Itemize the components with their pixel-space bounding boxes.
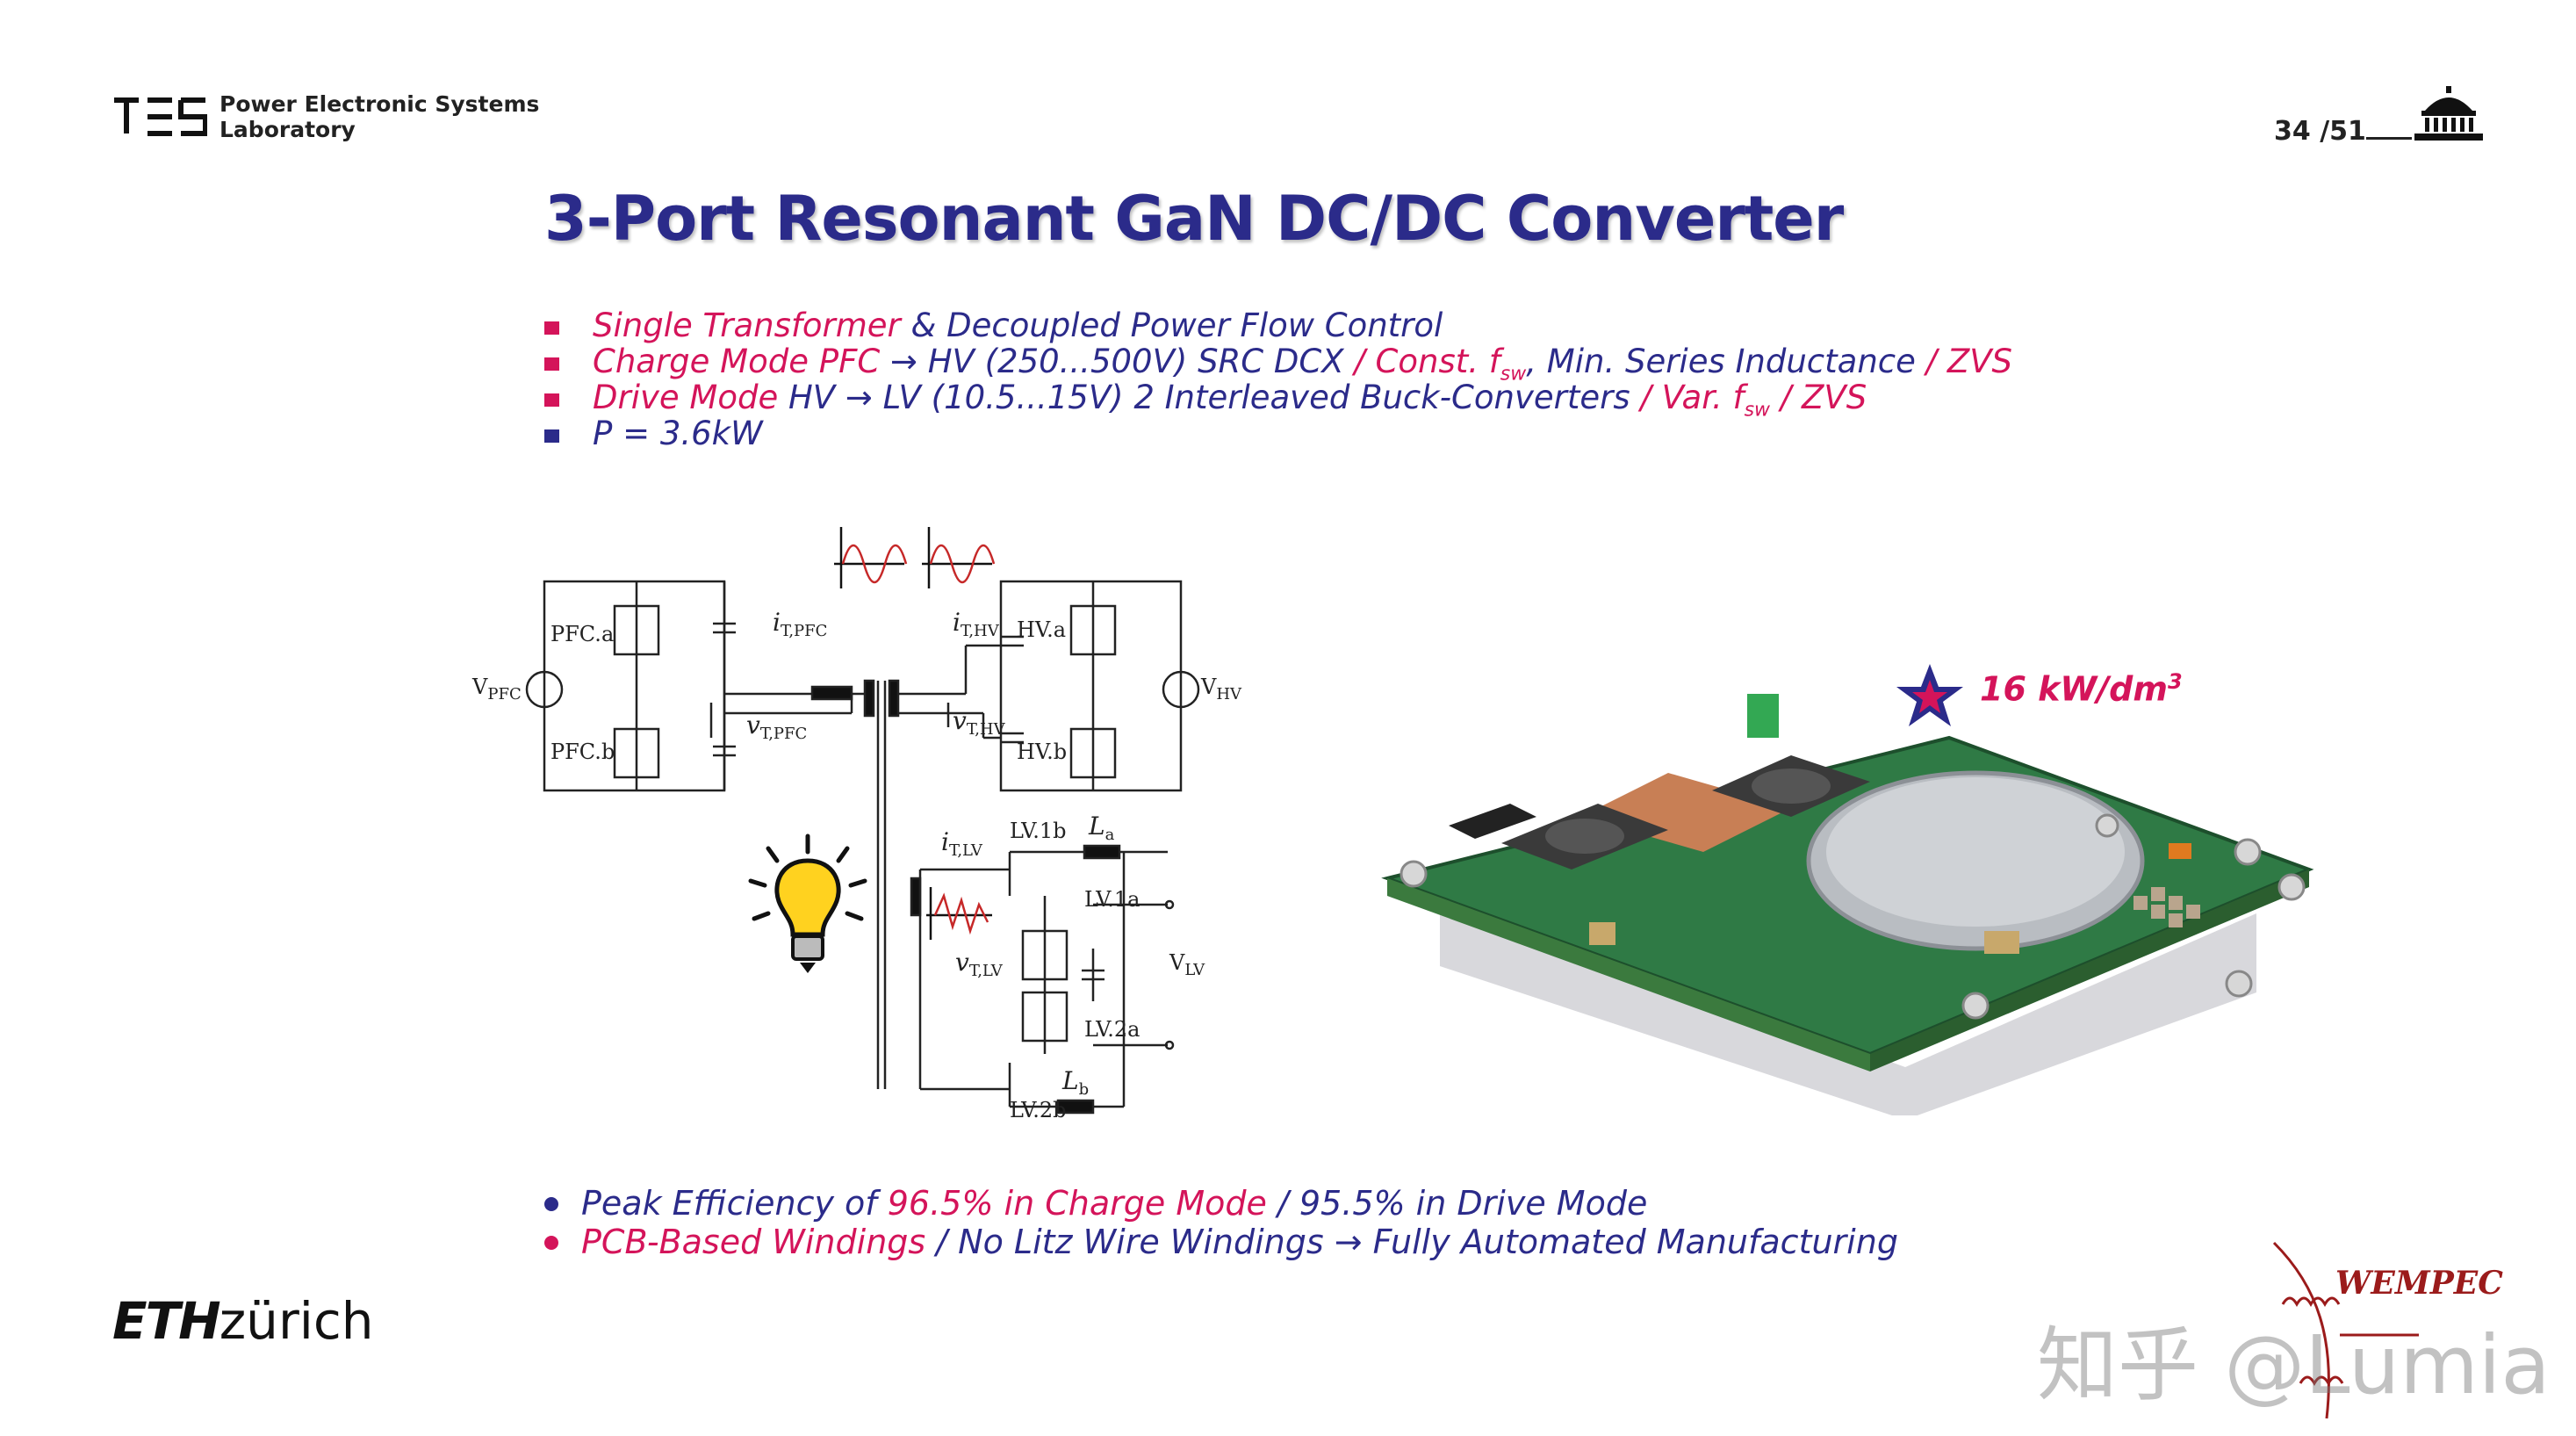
svg-text:Lb: Lb (1061, 1066, 1089, 1099)
slide-title: 3-Port Resonant GaN DC/DC Converter (544, 183, 1844, 255)
bullet-square-icon (544, 321, 559, 335)
svg-text:VLV: VLV (1169, 950, 1205, 979)
light-bulb-icon (748, 833, 867, 973)
bullet-dot-icon (544, 1197, 558, 1211)
lv-2b-label: LV.2b (1010, 1098, 1067, 1122)
bullet-square-icon (544, 393, 559, 407)
watermark: 知乎 @Lumia (2037, 1318, 2551, 1412)
lv-1a-label: LV.1a (1084, 887, 1140, 912)
page-number: 34 /51 (2274, 116, 2366, 147)
pfc-b-label: PFC.b (550, 740, 615, 764)
power-density-label: 16 kW/dm3 (1980, 669, 2183, 709)
converter-board-photo (1381, 694, 2314, 1115)
svg-text:iT,LV: iT,LV (941, 827, 983, 860)
svg-text:VPFC: VPFC (471, 675, 522, 704)
circuit-schematic: VPFC VHV VLV PFC.a PFC.b HV.a HV.b LV.1b… (471, 527, 1242, 1122)
lv-1b-label: LV.1b (1010, 819, 1067, 843)
svg-text:La: La (1088, 812, 1115, 844)
bullet-square-icon (544, 429, 559, 443)
hv-b-label: HV.b (1017, 740, 1067, 764)
pes-logo (114, 97, 207, 136)
svg-text:vT,LV: vT,LV (955, 948, 1004, 980)
wempec-logo-graphic (2272, 1241, 2419, 1419)
lv-2a-label: LV.2a (1084, 1017, 1140, 1042)
wempec-label: WEMPEC (2335, 1265, 2503, 1302)
bullet-square-icon (544, 357, 559, 371)
eth-building-icon (2414, 86, 2483, 141)
lab-name: Power Electronic Systems Laboratory (219, 91, 540, 142)
star-icon (1896, 664, 1963, 726)
svg-text:vT,PFC: vT,PFC (746, 711, 807, 743)
svg-text:iT,PFC: iT,PFC (773, 608, 827, 640)
svg-text:iT,HV: iT,HV (953, 608, 1000, 640)
eth-zurich-logo: ETHzürich (112, 1291, 374, 1351)
hv-a-label: HV.a (1017, 617, 1066, 642)
svg-text:VHV: VHV (1200, 675, 1242, 704)
pfc-a-label: PFC.a (550, 622, 614, 646)
svg-text:vT,HV: vT,HV (953, 706, 1006, 739)
page-number-line (2366, 137, 2412, 140)
bullet-dot-icon (544, 1236, 558, 1250)
